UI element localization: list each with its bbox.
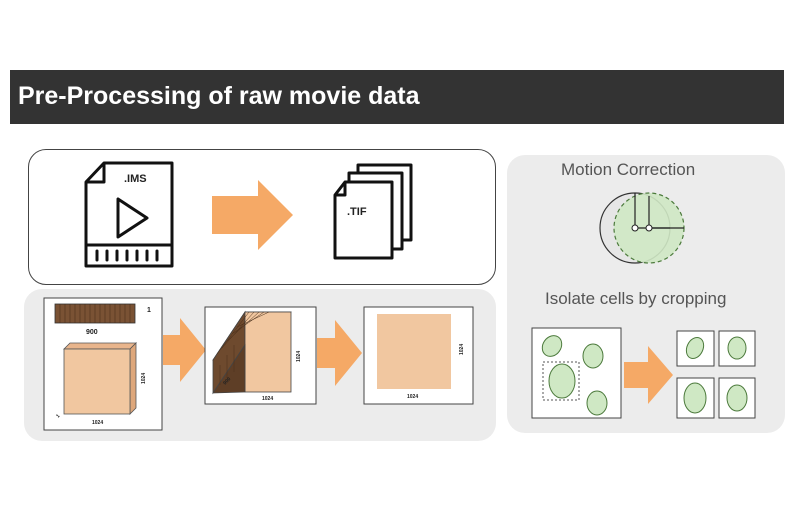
isolate-cells-label: Isolate cells by cropping bbox=[545, 289, 727, 308]
tif-stack-icon bbox=[333, 163, 413, 260]
motion-circle-icon bbox=[599, 192, 685, 264]
cube-layers bbox=[216, 311, 270, 385]
cell-icon bbox=[582, 343, 604, 369]
raw-width-label: 900 bbox=[86, 329, 98, 336]
header-bar: Pre-Processing of raw movie data bbox=[10, 70, 784, 124]
cube-width-label: 1024 bbox=[262, 396, 273, 402]
arrow-right-icon bbox=[317, 320, 362, 386]
arrow-right-icon bbox=[212, 180, 293, 250]
crop-region bbox=[542, 361, 580, 401]
motion-correction-label: Motion Correction bbox=[561, 160, 696, 179]
thin-volume bbox=[63, 342, 137, 415]
raw-height-label: 1 bbox=[147, 307, 151, 314]
frame-width-label: 1024 bbox=[407, 394, 418, 400]
page-title: Pre-Processing of raw movie data bbox=[18, 82, 420, 110]
arrow-right-icon bbox=[624, 346, 673, 404]
video-file-icon bbox=[84, 161, 174, 268]
strip-lines bbox=[59, 304, 131, 323]
arrow-right-icon bbox=[163, 318, 206, 382]
volume-width-label: 1024 bbox=[92, 420, 103, 426]
cropped-cells bbox=[676, 330, 756, 419]
ims-extension-label: .IMS bbox=[124, 173, 147, 185]
projected-frame bbox=[377, 314, 451, 389]
volume-depth-label: 1024 bbox=[141, 373, 147, 384]
cell-icon bbox=[548, 363, 576, 399]
frame-height-label: 1024 bbox=[459, 344, 465, 355]
tif-extension-label: .TIF bbox=[347, 206, 367, 218]
cell-icon bbox=[586, 390, 608, 416]
cube-depth-label: 900 bbox=[222, 376, 232, 386]
cube-height-label: 1024 bbox=[296, 351, 302, 362]
cell-icon bbox=[541, 335, 563, 357]
volume-small-label: 1 bbox=[55, 413, 61, 419]
